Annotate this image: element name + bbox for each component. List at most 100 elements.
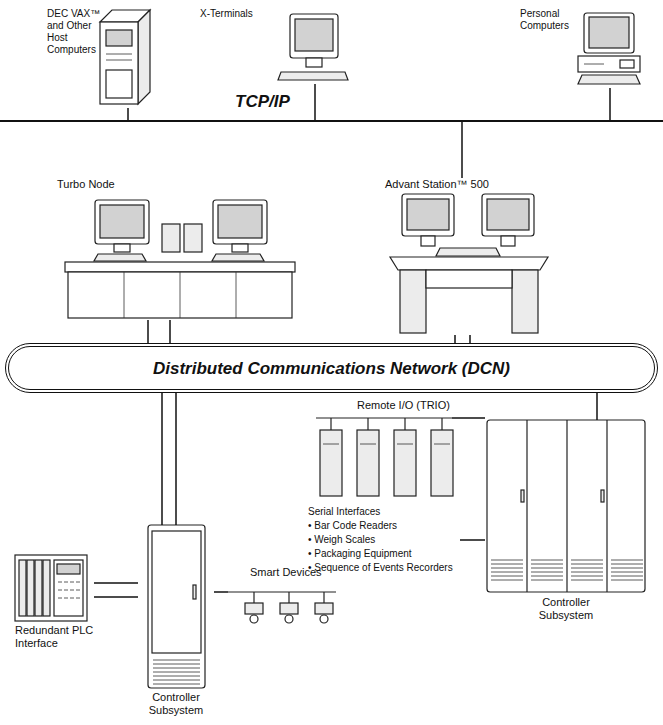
node-label: Serial Interfaces (308, 505, 460, 519)
vent-grille-part (611, 564, 643, 565)
remote-io-module-part (323, 444, 339, 445)
personal-computer-part (584, 64, 604, 65)
node-label: Advant Station™ 500 (385, 178, 553, 191)
vent-grille-part (531, 580, 563, 581)
controller-cabinet-part (526, 420, 527, 592)
list-item: • Weigh Scales (308, 533, 460, 547)
operator-station-part (482, 194, 534, 236)
vent-grille-part (64, 590, 68, 591)
operator-station-part (400, 270, 426, 333)
remote-io-module-part (434, 444, 450, 445)
node-label: Smart Devices (250, 566, 340, 579)
vent-grille (58, 560, 643, 684)
smart-device-part (323, 592, 324, 603)
personal-computer-part (578, 56, 640, 72)
node-label: Distributed Communications Network (DCN) (29, 359, 634, 379)
vent-grille-part (153, 680, 200, 681)
operator-console-part (124, 272, 125, 318)
operator-console-part (68, 272, 292, 318)
vent-grille-part (611, 568, 643, 569)
node-label: Redundant PLC Interface (15, 624, 94, 650)
vent-grille-part (58, 598, 62, 599)
remote-io-module-part (360, 444, 376, 445)
vent-grille-part (153, 664, 200, 665)
vent-grille-part (571, 568, 603, 569)
vent-grille-part (491, 580, 523, 581)
vent-grille-part (76, 582, 80, 583)
vent-grille-part (531, 560, 563, 561)
vent-grille-part (153, 684, 200, 685)
vent-grille-part (571, 572, 603, 573)
node-label: Turbo Node (57, 178, 300, 191)
operator-station (390, 194, 548, 333)
controller-cabinet-part (148, 525, 205, 688)
vent-grille-part (70, 590, 74, 591)
remote-io-module-part (404, 418, 405, 430)
operator-console-part (236, 272, 237, 318)
vent-grille-part (153, 660, 200, 661)
smart-device-part (285, 615, 293, 623)
node-label: X-Terminals (200, 8, 348, 20)
controller-cabinet (148, 525, 205, 688)
network-band: Distributed Communications Network (DCN) (5, 343, 658, 393)
plc-interface-part (19, 560, 26, 616)
network-link (169, 320, 171, 343)
smart-device-part (245, 603, 263, 614)
node-label: TCP/IP (235, 92, 663, 112)
personal-computer-part (620, 60, 634, 68)
controller-cabinet-part (487, 420, 645, 592)
terminal-node: X-Terminals (198, 8, 348, 84)
network-link (175, 393, 177, 525)
network-link (161, 393, 163, 525)
vent-grille-part (491, 560, 523, 561)
controller-node: Controller Subsystem (138, 525, 214, 721)
network-link (469, 335, 471, 343)
vent-grille-part (64, 582, 68, 583)
operator-station-part (512, 270, 538, 333)
operator-station-part (501, 236, 515, 246)
station-node: Advant Station™ 500 (383, 178, 553, 335)
vent-grille-part (70, 582, 74, 583)
plc-interface-part (54, 560, 83, 616)
operator-console-part (162, 224, 180, 252)
smart-device-part (288, 592, 289, 603)
vent-grille-part (491, 568, 523, 569)
remote-io-module-part (357, 430, 379, 496)
vent-grille-part (571, 560, 603, 561)
vent-grille-part (76, 590, 80, 591)
operator-console-part (65, 262, 295, 272)
vent-grille-part (571, 564, 603, 565)
list-item: • Sequence of Events Recorders (308, 561, 460, 575)
vent-grille-part (491, 564, 523, 565)
remote-io-module-part (397, 444, 413, 445)
vent-grille-part (571, 576, 603, 577)
operator-console-part (218, 205, 262, 238)
controller-cabinet-part (193, 585, 196, 599)
operator-station-part (421, 236, 435, 246)
x-terminal (278, 14, 348, 80)
plc-interface-part (57, 564, 80, 574)
operator-station-part (436, 248, 500, 256)
node-label: Personal Computers (520, 8, 573, 32)
smart-device-part (228, 591, 336, 592)
vent-grille-part (491, 572, 523, 573)
network-bus: TCP/IP (0, 92, 663, 122)
vent-grille-part (531, 576, 563, 577)
operator-console (65, 200, 295, 318)
controller-cabinet-part (521, 490, 524, 502)
x-terminal-part (278, 72, 348, 80)
operator-console-part (184, 224, 202, 252)
operator-console-part (232, 244, 248, 252)
vent-grille-part (76, 598, 80, 599)
host-computer-part (138, 10, 150, 104)
remote-io-module-part (441, 418, 442, 430)
node-label: Controller Subsystem (138, 691, 214, 717)
remote-io-module-part (320, 430, 342, 496)
vent-grille-part (531, 572, 563, 573)
vent-grille-part (58, 582, 62, 583)
list-item: • Packaging Equipment (308, 547, 460, 561)
personal-computer-part (578, 75, 640, 84)
vent-grille-part (531, 568, 563, 569)
controller-cabinet (487, 420, 645, 592)
